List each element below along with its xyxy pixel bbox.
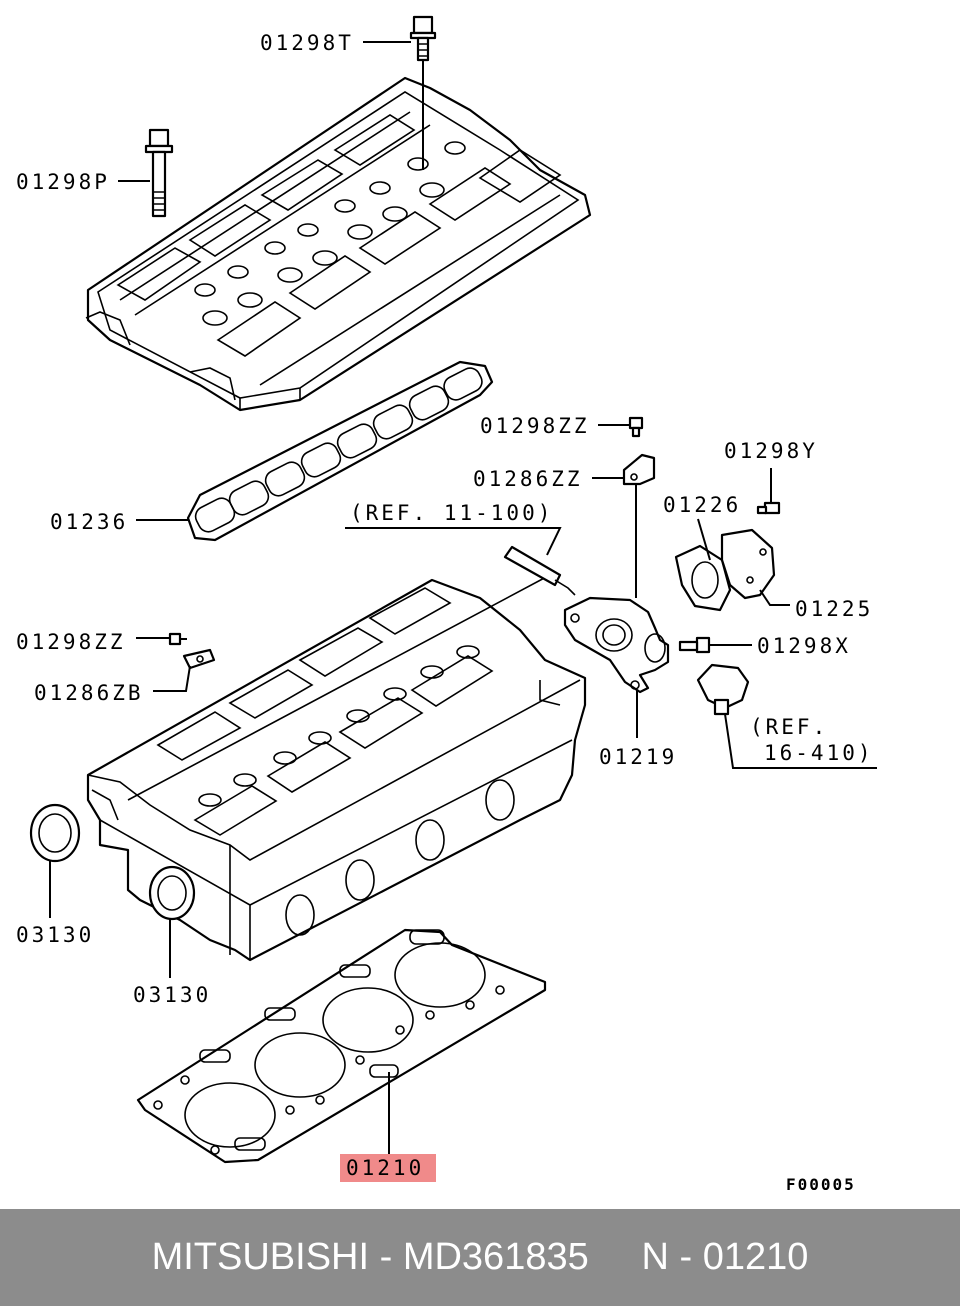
oil-seal-right [148, 865, 196, 921]
bracket-01286zz [622, 453, 656, 598]
label-03130-a: 03130 [16, 923, 94, 947]
sealant-tube [503, 545, 576, 596]
label-01226: 01226 [663, 493, 741, 517]
label-ref-11-100: (REF. 11-100) [350, 501, 553, 525]
gasket-01226 [674, 544, 732, 612]
leader-01286zb [153, 665, 191, 692]
leader-01226 [697, 518, 711, 561]
bracket-01286zb [182, 648, 216, 670]
label-01219: 01219 [599, 745, 677, 769]
head-gasket-01210 [136, 928, 547, 1164]
label-01210: 01210 [346, 1156, 424, 1180]
leader-ref-16-410 [724, 713, 877, 769]
leader-ref-11-100 [345, 527, 562, 556]
label-ref-16-410-line2: 16-410) [764, 741, 874, 765]
sensor [696, 663, 750, 716]
exploded-diagram: 01298T 01298P 01236 [16, 15, 877, 1194]
cylinder-head [86, 574, 587, 962]
label-01298p: 01298P [16, 170, 110, 194]
bolt-01298zz-left [168, 632, 187, 646]
bolt-01298x [678, 636, 711, 654]
label-01286zb: 01286ZB [34, 681, 144, 705]
leader-01225 [759, 589, 790, 606]
label-01298x: 01298X [757, 634, 851, 658]
footer-part-number: MITSUBISHI - MD361835 N - 01210 [151, 1236, 809, 1278]
highlight-01210 [340, 1154, 436, 1182]
footer-bar [0, 1209, 960, 1306]
label-01298t: 01298T [260, 31, 354, 55]
bolt-01298zz-upper [628, 416, 644, 438]
gasket-01236 [186, 360, 494, 542]
cover-01225 [720, 528, 776, 600]
bolt-01298t [409, 15, 437, 170]
label-01225: 01225 [795, 597, 873, 621]
label-ref-16-410-line1: (REF. [750, 715, 828, 739]
label-03130-b: 03130 [133, 983, 211, 1007]
oil-seal-left [29, 803, 81, 863]
label-01236: 01236 [50, 510, 128, 534]
label-01298zz-b: 01298ZZ [16, 630, 126, 654]
label-01286zz: 01286ZZ [473, 467, 583, 491]
cam-carrier [85, 76, 592, 412]
housing-01219 [563, 596, 670, 694]
bolt-01298p [144, 128, 174, 218]
label-01298zz-a: 01298ZZ [480, 414, 590, 438]
label-01298y: 01298Y [724, 439, 818, 463]
bolt-01298y [756, 501, 781, 515]
figure-code: F00005 [786, 1175, 856, 1194]
